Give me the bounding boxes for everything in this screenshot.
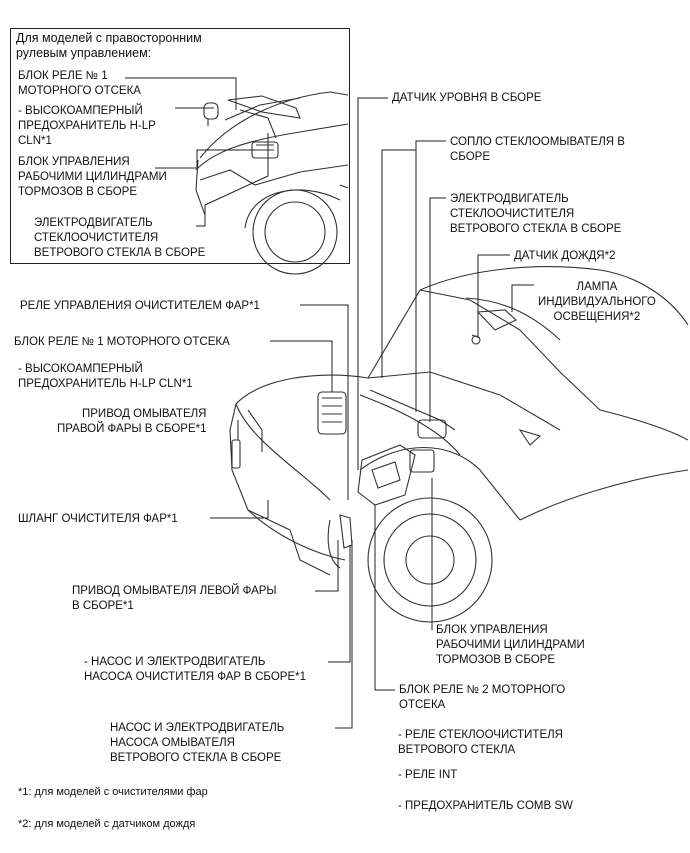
label-headlamp-cleaner-relay: РЕЛЕ УПРАВЛЕНИЯ ОЧИСТИТЕЛЕМ ФАР*1 <box>20 300 260 312</box>
inset-label-wiper-motor: ЭЛЕКТРОДВИГАТЕЛЬ СТЕКЛООЧИСТИТЕЛЯ ВЕТРОВ… <box>34 217 206 259</box>
label-brake-unit: БЛОК УПРАВЛЕНИЯ РАБОЧИМИ ЦИЛИНДРАМИ ТОРМ… <box>436 624 585 666</box>
inset-car-drawing <box>195 91 349 275</box>
label-level-sensor: ДАТЧИК УРОВНЯ В СБОРЕ <box>392 92 542 104</box>
label-wiper-motor: ЭЛЕКТРОДВИГАТЕЛЬ СТЕКЛООЧИСТИТЕЛЯ ВЕТРОВ… <box>450 193 622 235</box>
label-left-headlamp-actuator: ПРИВОД ОМЫВАТЕЛЯ ЛЕВОЙ ФАРЫ В СБОРЕ*1 <box>72 585 277 612</box>
label-hlp-fuse: - ВЫСОКОАМПЕРНЫЙ ПРЕДОХРАНИТЕЛЬ H-LP CLN… <box>18 363 193 390</box>
footnote-2: *2: для моделей с датчиком дождя <box>18 818 196 830</box>
label-int-relay: - РЕЛЕ INT <box>398 769 458 781</box>
label-washer-nozzle: СОПЛО СТЕКЛООМЫВАТЕЛЯ В СБОРЕ <box>450 136 625 163</box>
label-wiper-relay: - РЕЛЕ СТЕКЛООЧИСТИТЕЛЯ ВЕТРОВОГО СТЕКЛА <box>398 729 563 756</box>
label-rain-sensor: ДАТЧИК ДОЖДЯ*2 <box>514 250 616 262</box>
rhd-inset-frame <box>10 28 350 264</box>
inset-label-relay-block: БЛОК РЕЛЕ № 1 МОТОРНОГО ОТСЕКА <box>18 70 141 97</box>
label-relay-block-1: БЛОК РЕЛЕ № 1 МОТОРНОГО ОТСЕКА <box>14 336 230 348</box>
label-relay-block-2: БЛОК РЕЛЕ № 2 МОТОРНОГО ОТСЕКА <box>399 684 566 711</box>
inset-label-brake-unit: БЛОК УПРАВЛЕНИЯ РАБОЧИМИ ЦИЛИНДРАМИ ТОРМ… <box>18 156 167 198</box>
label-personal-lamp: ЛАМПА ИНДИВИДУАЛЬНОГО ОСВЕЩЕНИЯ*2 <box>538 281 656 323</box>
label-headlamp-cleaner-hose: ШЛАНГ ОЧИСТИТЕЛЯ ФАР*1 <box>18 513 178 525</box>
inset-title: Для моделей с правосторонним рулевым упр… <box>16 31 202 60</box>
main-car-drawing <box>229 266 689 623</box>
label-headlamp-cleaner-pump: - НАСОС И ЭЛЕКТРОДВИГАТЕЛЬ НАСОСА ОЧИСТИ… <box>84 656 306 683</box>
label-right-headlamp-actuator: ПРИВОД ОМЫВАТЕЛЯ ПРАВОЙ ФАРЫ В СБОРЕ*1 <box>57 408 207 435</box>
label-washer-pump: НАСОС И ЭЛЕКТРОДВИГАТЕЛЬ НАСОСА ОМЫВАТЕЛ… <box>110 722 285 764</box>
inset-label-hlp-fuse: - ВЫСОКОАМПЕРНЫЙ ПРЕДОХРАНИТЕЛЬ H-LP CLN… <box>18 105 156 147</box>
label-comb-sw-fuse: - ПРЕДОХРАНИТЕЛЬ COMB SW <box>398 800 573 812</box>
footnote-1: *1: для моделей с очистителями фар <box>18 786 208 798</box>
